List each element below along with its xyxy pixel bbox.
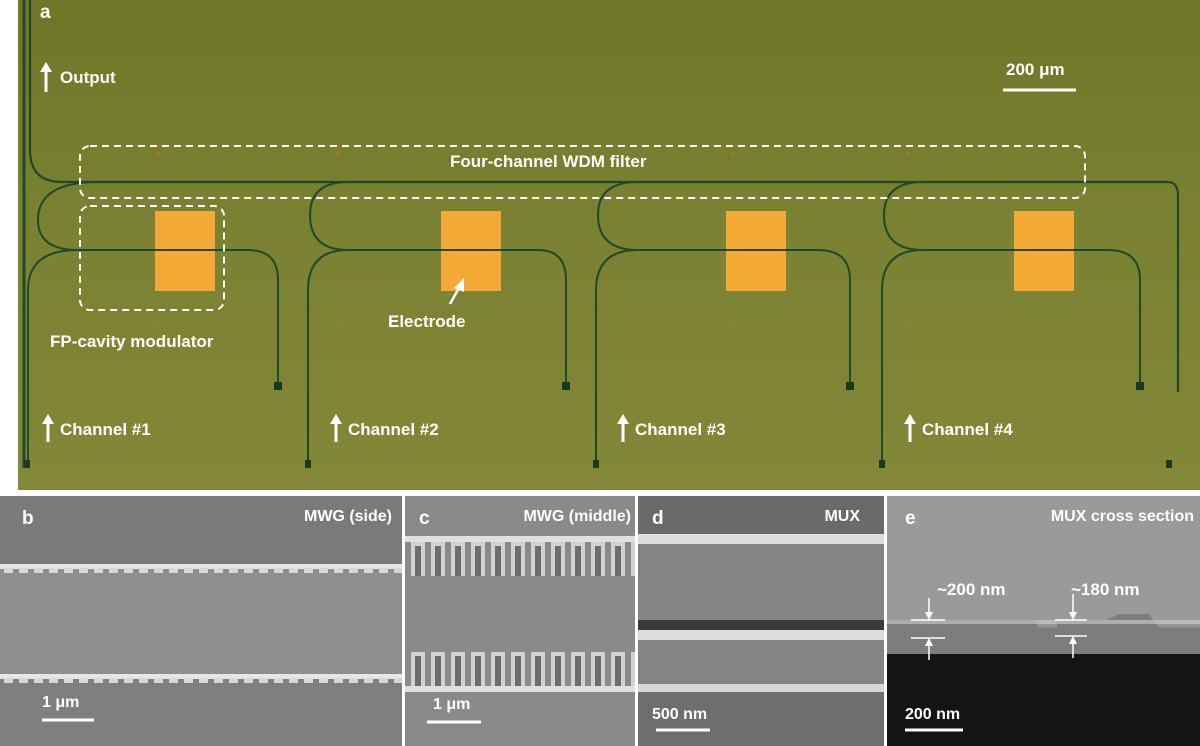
lower-comb-fingers [411, 652, 635, 686]
electrode-label: Electrode [388, 312, 466, 331]
panel-e-sem: e MUX cross section ~200 nm ~180 nm 200 … [887, 496, 1200, 746]
panel-d-letter: d [652, 508, 664, 529]
channel-2-arrow-icon [330, 414, 342, 442]
panel-d-title: MUX [824, 508, 860, 525]
panel-a-letter: a [40, 2, 51, 23]
channel-1-label: Channel #1 [60, 420, 151, 439]
scale-bar-label: 200 μm [1006, 60, 1065, 79]
fp-modulator-label: FP-cavity modulator [50, 332, 214, 351]
panel-c-sem: c MWG (middle) 1 μm [405, 496, 635, 746]
channel-3-waveguides [595, 181, 851, 466]
cross-section-profile [887, 614, 1200, 656]
panel-d-scale-label: 500 nm [652, 706, 708, 723]
upper-comb-fingers [411, 542, 635, 576]
upper-grating-teeth [4, 568, 402, 573]
channel-4-waveguides [881, 181, 1141, 466]
panel-e-title: MUX cross section [1050, 508, 1194, 525]
panel-b-sem: b MWG (side) 1 μm [0, 496, 402, 746]
panel-b-letter: b [22, 508, 34, 529]
panel-c-drawing [405, 536, 635, 724]
panel-a-micrograph: a Output 200 μm Four-channel WDM filter … [18, 0, 1200, 490]
panel-c-title: MWG (middle) [523, 508, 631, 525]
channel-1-arrow-icon [42, 414, 54, 442]
panel-b-scale-label: 1 μm [42, 694, 80, 711]
lower-grating-teeth [4, 678, 402, 683]
panel-b-drawing [0, 496, 402, 746]
channel-3-label: Channel #3 [635, 420, 726, 439]
lower-grating-edge [0, 674, 402, 679]
panel-d-sem: d MUX 500 nm [638, 496, 884, 746]
chip-layout-drawing [22, 0, 1180, 468]
channel-2-waveguides [307, 181, 567, 466]
dimension-label-1: ~200 nm [937, 580, 1006, 599]
channel-2-label: Channel #2 [348, 420, 439, 439]
channel-4-label: Channel #4 [922, 420, 1013, 439]
electrode-pointer-arrow-icon [448, 278, 464, 305]
panel-e-letter: e [905, 508, 916, 529]
panel-c-letter: c [419, 508, 430, 529]
upper-grating-edge [0, 564, 402, 569]
channel-1-waveguides [27, 181, 279, 466]
output-label: Output [60, 68, 116, 87]
dimension-markers [911, 594, 1087, 660]
panel-c-scale-label: 1 μm [433, 696, 471, 713]
panel-e-scale-label: 200 nm [905, 706, 961, 723]
waveguide-tapers [24, 382, 1172, 468]
alignment-marks [155, 151, 911, 328]
channel-3-arrow-icon [617, 414, 629, 442]
output-arrow-icon [40, 62, 52, 92]
panel-d-drawing [638, 496, 884, 746]
channel-4-arrow-icon [904, 414, 916, 442]
dimension-label-2: ~180 nm [1071, 580, 1140, 599]
electrodes [155, 211, 1074, 291]
panel-e-drawing [887, 496, 1200, 746]
wdm-filter-box [79, 145, 1086, 199]
bus-waveguide [28, 0, 1180, 392]
panel-b-title: MWG (side) [304, 508, 392, 525]
wdm-filter-label: Four-channel WDM filter [450, 152, 647, 171]
modulator-box [79, 205, 225, 311]
up-arrows [40, 62, 916, 442]
